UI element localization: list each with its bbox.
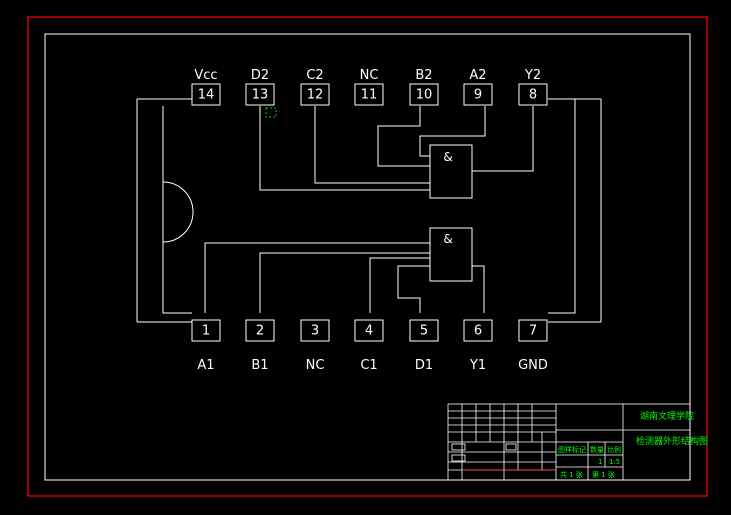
gate-2-symbol: &	[443, 232, 452, 246]
chip-notch	[162, 181, 194, 243]
pin-8: 8Y2	[518, 68, 548, 106]
pin-label: C2	[306, 68, 323, 83]
pin-label: NC	[360, 68, 379, 83]
pin-number: 5	[420, 324, 428, 339]
pin-9: 9A2	[463, 68, 493, 106]
pin-label: A1	[197, 358, 214, 373]
institution-name: 湖南文理学院	[640, 410, 694, 422]
pin-5: 5D1	[409, 319, 439, 373]
pin-number: 9	[474, 88, 482, 103]
pin-label: Y1	[469, 358, 486, 373]
ratio-value: 1:5	[609, 458, 620, 466]
pin-2: 2B1	[245, 319, 275, 373]
pin-number: 8	[529, 88, 537, 103]
pin-label: GND	[518, 358, 548, 373]
pin-number: 3	[311, 324, 319, 339]
pin-label: A2	[469, 68, 486, 83]
snap-marker	[265, 107, 277, 118]
and-gate-1: &	[429, 144, 473, 199]
chip-body	[136, 98, 602, 323]
title-block-text: 湖南文理学院 检测器外形结构图 图样标记 数量 比例 1 1:5 共 1 张 第…	[558, 410, 708, 479]
pin-number: 11	[361, 88, 378, 103]
pin-11: 11 NC	[354, 68, 384, 106]
pin-1: 1A1	[191, 319, 221, 373]
pin-number: 14	[198, 88, 215, 103]
pin-number: 13	[252, 88, 269, 103]
pin-label: B1	[251, 358, 268, 373]
pin-label: D2	[251, 68, 269, 83]
pin-label: Y2	[524, 68, 541, 83]
outer-frame	[27, 16, 708, 497]
and-gate-2: &	[429, 227, 473, 282]
pin-number: 4	[365, 324, 373, 339]
title-block	[447, 403, 691, 481]
pin-label: Vcc	[194, 68, 217, 83]
pin-number: 12	[307, 88, 324, 103]
row-label-scale: 比例	[607, 445, 621, 454]
pin-label: D1	[415, 358, 433, 373]
gate-1-symbol: &	[443, 150, 452, 164]
pin-label: C1	[360, 358, 377, 373]
inner-frame	[44, 33, 691, 481]
pin-number: 10	[416, 88, 433, 103]
pin-label: B2	[415, 68, 432, 83]
row-label-quantity: 数量	[590, 445, 604, 454]
pin-4: 4C1	[354, 319, 384, 373]
pin-number: 7	[529, 324, 537, 339]
pin-label: NC	[306, 358, 325, 373]
row-label-marking: 图样标记	[558, 445, 586, 454]
pin-number: 6	[474, 324, 482, 339]
pin-number: 2	[256, 324, 264, 339]
sheet-count: 共 1 张	[560, 470, 583, 479]
wiring	[162, 98, 576, 314]
drawing-title: 检测器外形结构图	[636, 435, 708, 447]
pin-3: 3NC	[300, 319, 330, 373]
scale-value: 1	[598, 458, 602, 466]
sheet-number: 第 1 张	[592, 470, 615, 479]
pin-14: 14 Vcc	[191, 68, 221, 106]
pin-6: 6Y1	[463, 319, 493, 373]
pin-number: 1	[202, 324, 210, 339]
